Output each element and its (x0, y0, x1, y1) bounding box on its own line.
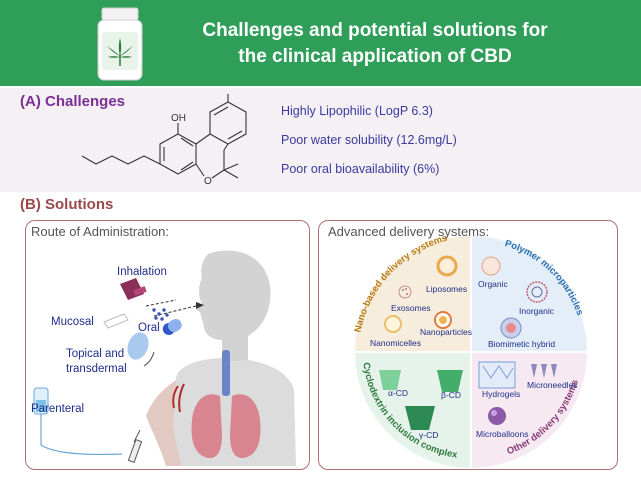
lungs-icon (191, 394, 261, 459)
organic-particle-icon (481, 256, 501, 276)
iv-bag-icon (33, 387, 123, 456)
route-of-administration-panel (25, 220, 310, 470)
topical-line-1: Topical and (66, 348, 125, 360)
challenge-item: Highly Lipophilic (LogP 6.3) (281, 104, 433, 118)
delivery-systems-wheel: Nano-based delivery systems Polymer micr… (319, 232, 587, 468)
nanomicelle-icon (384, 315, 402, 333)
inorganic-label: Inorganic (519, 306, 554, 316)
microneedle-icon (531, 364, 557, 378)
inhaler-icon (120, 278, 147, 300)
alpha-cd-label: α-CD (388, 388, 409, 398)
inorganic-particle-icon (526, 281, 548, 303)
advanced-delivery-panel (318, 220, 618, 470)
cbd-structure: OH O (81, 94, 247, 187)
patch-icon (127, 332, 155, 367)
liposomes-label: Liposomes (426, 284, 468, 294)
nanoparticles-label: Nanoparticles (420, 327, 472, 337)
microballoon-icon (488, 407, 506, 425)
microneedles-label: Microneedles (527, 380, 578, 390)
challenges-section (0, 88, 641, 192)
challenge-item: Poor oral bioavailability (6%) (281, 162, 440, 176)
alpha-cd-icon (379, 370, 401, 390)
route-title: Route of Administration: (31, 224, 170, 239)
oh-label: OH (171, 113, 186, 124)
liposome-icon (436, 255, 458, 277)
biomimetic-hybrid-label: Biomimetic hybrid (488, 339, 556, 349)
microballoons-label: Microballoons (476, 429, 529, 439)
exosomes-label: Exosomes (391, 303, 431, 313)
capsule-icon (162, 319, 182, 335)
title-line-1: Challenges and potential solutions for (202, 20, 548, 41)
advanced-title: Advanced delivery systems: (328, 224, 490, 239)
o-label: O (204, 176, 212, 187)
syringe-icon (127, 429, 143, 464)
gamma-cd-label: γ-CD (419, 430, 439, 440)
hydrogels-label: Hydrogels (482, 389, 521, 399)
topical-transdermal-label: Topical and transdermal (66, 347, 127, 377)
organic-label: Organic (478, 279, 508, 289)
nanomicelles-label: Nanomicelles (370, 338, 422, 348)
inhalation-label: Inhalation (117, 266, 167, 278)
human-figure (33, 250, 296, 466)
cannabis-leaf-icon (107, 38, 133, 66)
topical-line-2: transdermal (66, 363, 127, 375)
parenteral-label: Parenteral (31, 403, 85, 415)
hydrogel-icon (478, 361, 516, 389)
challenge-item: Poor water solubility (12.6mg/L) (281, 133, 457, 147)
beta-cd-icon (437, 370, 463, 392)
title-line-2: the clinical application of CBD (238, 46, 512, 67)
exosome-icon (398, 285, 412, 299)
mucosal-label: Mucosal (51, 316, 94, 328)
oral-label: Oral (138, 322, 160, 334)
cbd-bottle-icon (97, 7, 143, 81)
gamma-cd-icon (405, 406, 435, 430)
solutions-heading: (B) Solutions (20, 196, 114, 213)
beta-cd-label: β-CD (441, 390, 461, 400)
challenges-heading: (A) Challenges (20, 93, 126, 110)
page-title: Challenges and potential solutions for t… (140, 18, 610, 70)
